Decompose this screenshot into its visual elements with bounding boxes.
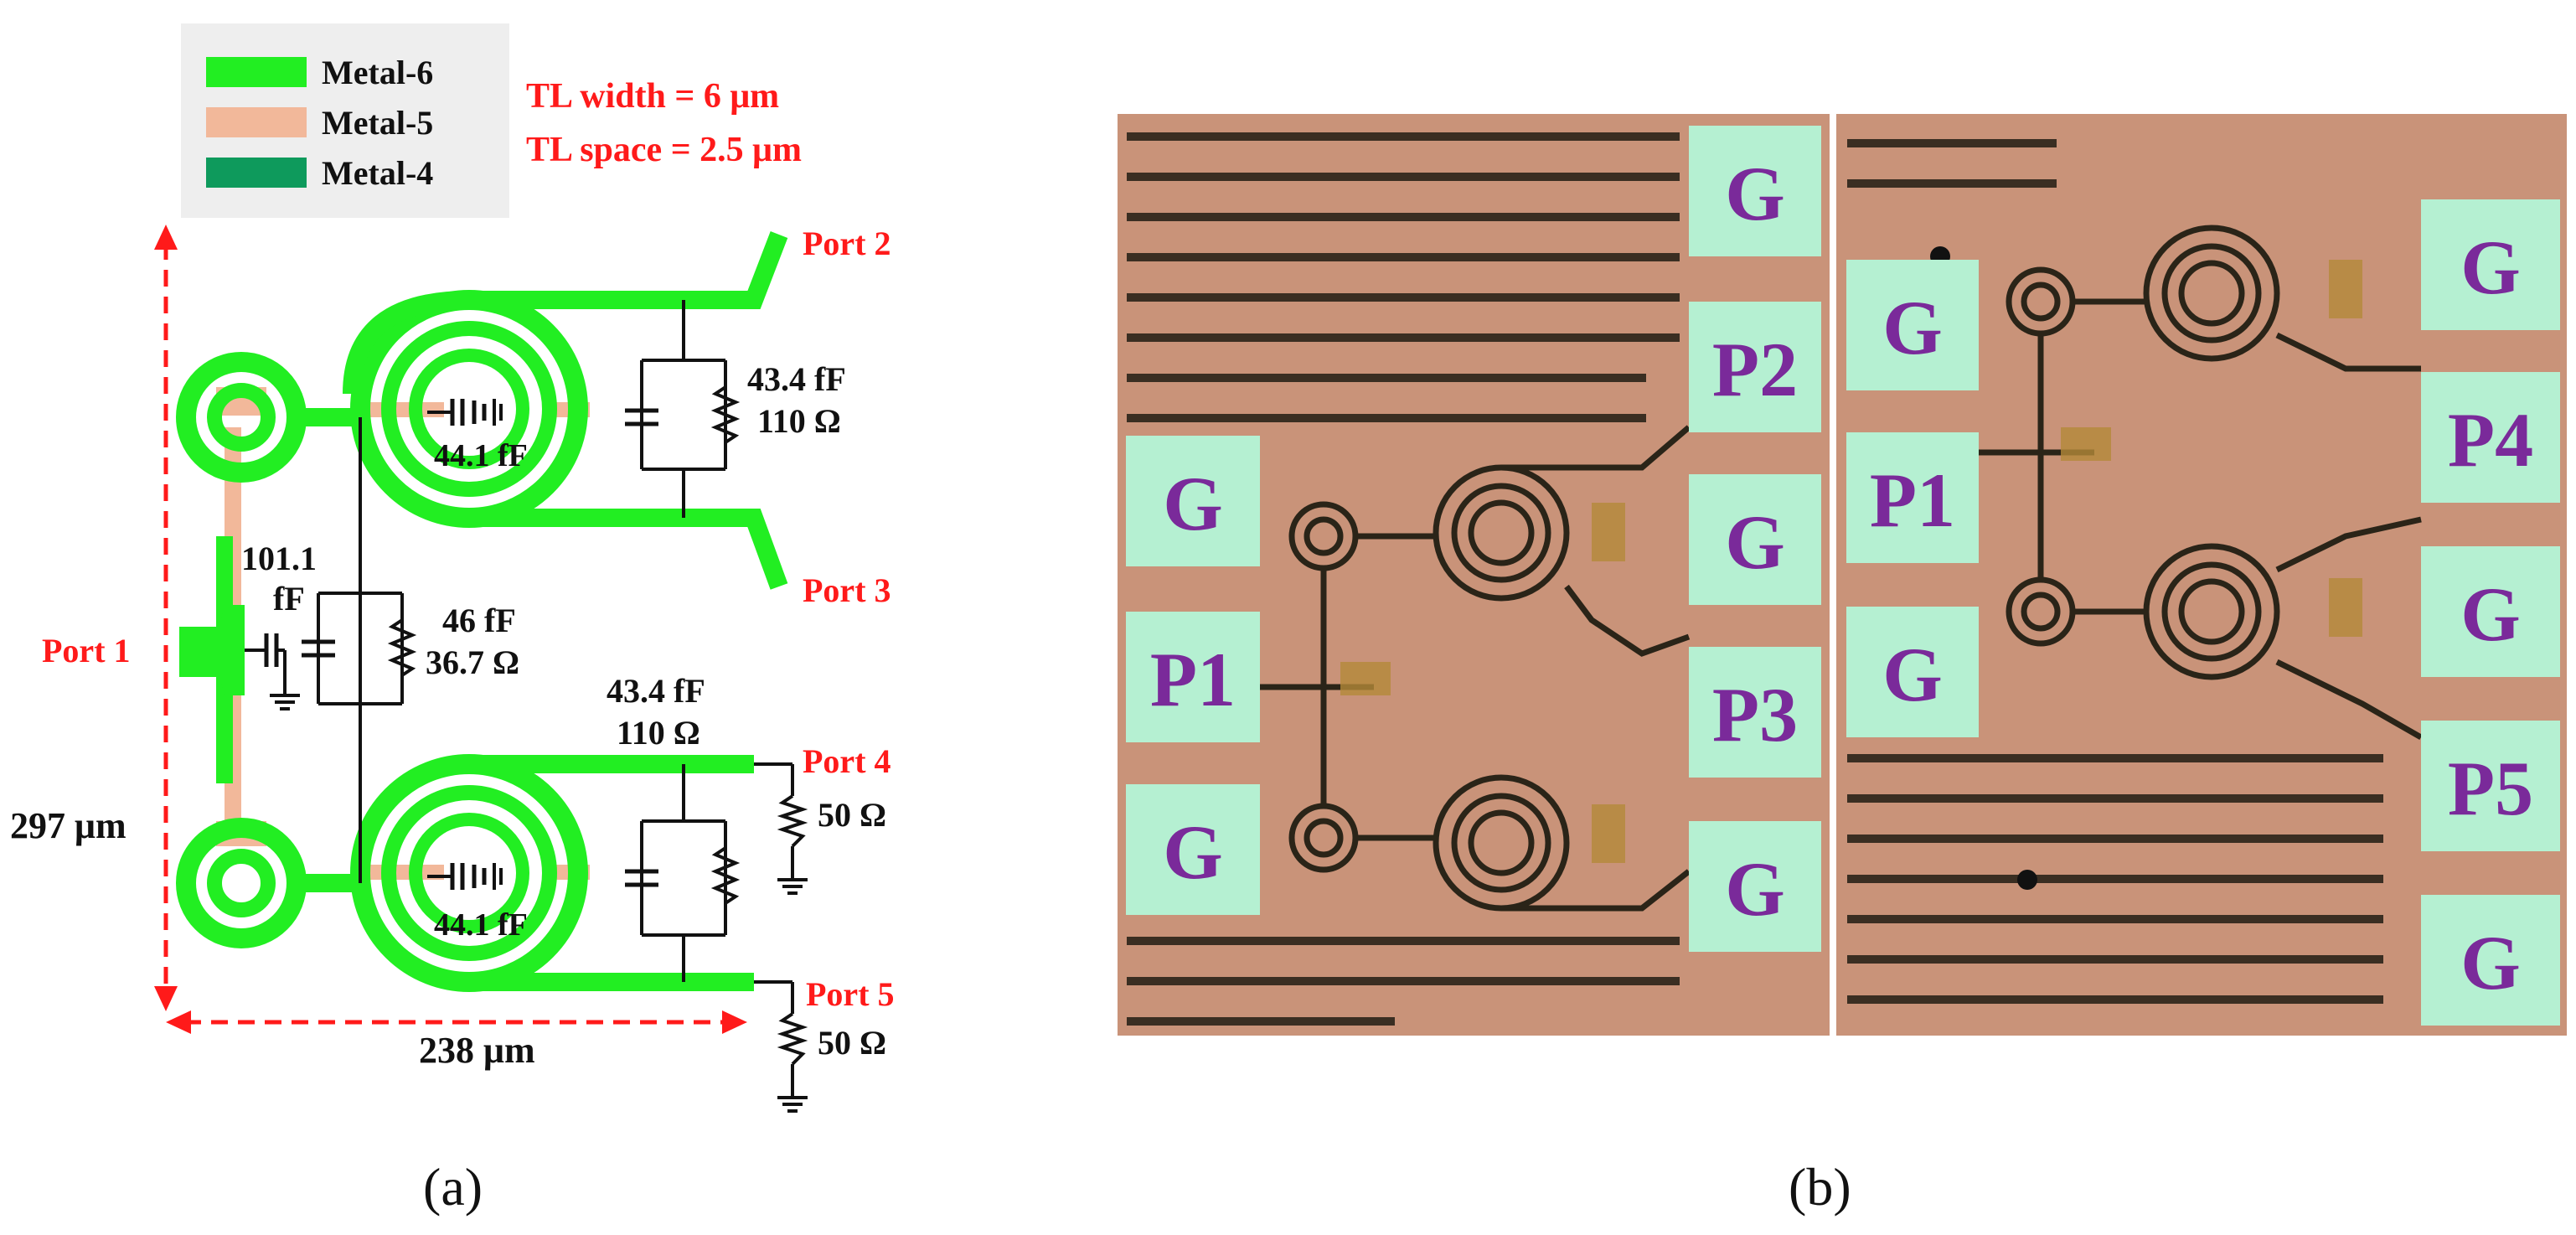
spec-tl-space: TL space = 2.5 μm xyxy=(526,131,802,169)
port5-label: Port 5 xyxy=(806,975,895,1013)
legend-swatch-metal4 xyxy=(206,158,307,188)
label-cap-top: 44.1 fF xyxy=(434,438,528,473)
large-spiral-inductor-bottom xyxy=(350,754,588,992)
label-load-port4: 50 Ω xyxy=(818,796,886,834)
large-spiral-inductor-top xyxy=(350,290,588,528)
left-pad-p2-label: P2 xyxy=(1712,327,1798,412)
panel-a: Metal-6 Metal-5 Metal-4 TL width = 6 μm … xyxy=(10,23,895,1217)
right-pad-g-top-label: G xyxy=(2460,225,2521,310)
left-pad-p1-label: P1 xyxy=(1150,637,1236,722)
left-pad-g-lower-label: G xyxy=(1163,809,1223,895)
right-pad-g-bottom-label: G xyxy=(2460,920,2521,1005)
label-shunt-cap-unit: fF xyxy=(273,580,305,618)
port3-label: Port 3 xyxy=(803,571,891,609)
caption-a: (a) xyxy=(423,1157,483,1217)
left-pad-g-bottom-label: G xyxy=(1725,846,1785,932)
port2-label: Port 2 xyxy=(803,225,891,262)
label-rc-bottom-cap: 43.4 fF xyxy=(607,672,705,710)
dimension-horizontal-arrow xyxy=(166,1010,747,1034)
label-rc-top-cap: 43.4 fF xyxy=(747,360,846,398)
left-pad-g-bottom xyxy=(1689,821,1821,952)
right-pad-g-top xyxy=(2421,199,2560,330)
left-pad-p3 xyxy=(1689,647,1821,778)
right-pad-p4-label: P4 xyxy=(2448,397,2533,483)
right-pad-g-bottom xyxy=(2421,895,2560,1026)
right-pad-p5 xyxy=(2421,721,2560,851)
legend-swatch-metal6 xyxy=(206,57,307,87)
right-pad-g-mid xyxy=(2421,546,2560,677)
right-pad-p5-label: P5 xyxy=(2448,746,2533,831)
right-die-devices xyxy=(2061,260,2362,637)
right-pad-p4 xyxy=(2421,372,2560,503)
left-pad-g-upper xyxy=(1126,436,1260,566)
panel-b: G P2 G P3 G G P1 G xyxy=(1118,114,2567,1217)
metal6-layout xyxy=(176,231,788,992)
left-pad-g-top-label: G xyxy=(1725,151,1785,236)
port1-label: Port 1 xyxy=(42,632,131,669)
label-cap-bottom: 44.1 fF xyxy=(434,907,528,943)
resistor-symbols xyxy=(387,385,808,1066)
port1-feed-pad xyxy=(179,605,245,695)
label-load-port5: 50 Ω xyxy=(818,1024,886,1062)
right-pad-g-left-top xyxy=(1846,260,1979,390)
right-pad-g-left-bottom xyxy=(1846,607,1979,737)
ground-symbols xyxy=(270,399,808,1113)
cap-leads xyxy=(317,360,643,935)
label-shunt-cap-value: 101.1 xyxy=(241,540,317,577)
right-pad-p1-label: P1 xyxy=(1870,457,1955,543)
right-die-pads xyxy=(1846,199,2560,1026)
legend-label-metal6: Metal-6 xyxy=(322,54,433,91)
right-pad-g-left-bottom-label: G xyxy=(1882,632,1943,717)
right-pad-g-left-top-label: G xyxy=(1882,285,1943,370)
left-pad-p2 xyxy=(1689,302,1821,432)
left-die-circuit xyxy=(1257,425,1691,912)
left-pad-p1 xyxy=(1126,612,1260,742)
left-pad-g-lower xyxy=(1126,784,1260,915)
right-pad-g-mid-label: G xyxy=(2460,571,2521,657)
label-center-res: 36.7 Ω xyxy=(426,643,519,681)
left-die-devices xyxy=(1340,503,1625,863)
spec-tl-width: TL width = 6 μm xyxy=(526,77,779,116)
left-die-pads xyxy=(1126,126,1821,952)
die-separator xyxy=(1830,114,1836,1036)
left-pad-p3-label: P3 xyxy=(1712,672,1798,757)
caption-b: (b) xyxy=(1789,1157,1851,1217)
label-rc-top-res: 110 Ω xyxy=(757,402,841,440)
left-pad-g-mid xyxy=(1689,474,1821,605)
label-rc-bottom-res: 110 Ω xyxy=(617,714,700,752)
legend-swatch-metal5 xyxy=(206,107,307,137)
dimension-height-label: 297 μm xyxy=(10,805,126,846)
right-die-circuit xyxy=(1977,225,2423,741)
dimension-vertical-arrow xyxy=(154,225,178,1011)
right-pad-p1 xyxy=(1846,432,1979,563)
legend-label-metal4: Metal-4 xyxy=(322,154,433,192)
label-center-cap: 46 fF xyxy=(442,602,516,639)
right-die-stripes xyxy=(1847,139,2383,1004)
left-die-stripes xyxy=(1127,132,1680,1026)
left-pad-g-top xyxy=(1689,126,1821,256)
left-pad-g-mid-label: G xyxy=(1725,499,1785,585)
left-pad-g-upper-label: G xyxy=(1163,461,1223,546)
legend-label-metal5: Metal-5 xyxy=(322,104,433,142)
port4-label: Port 4 xyxy=(803,742,891,780)
right-die-dot-bottom xyxy=(2017,870,2037,890)
dimension-width-label: 238 μm xyxy=(419,1030,535,1071)
